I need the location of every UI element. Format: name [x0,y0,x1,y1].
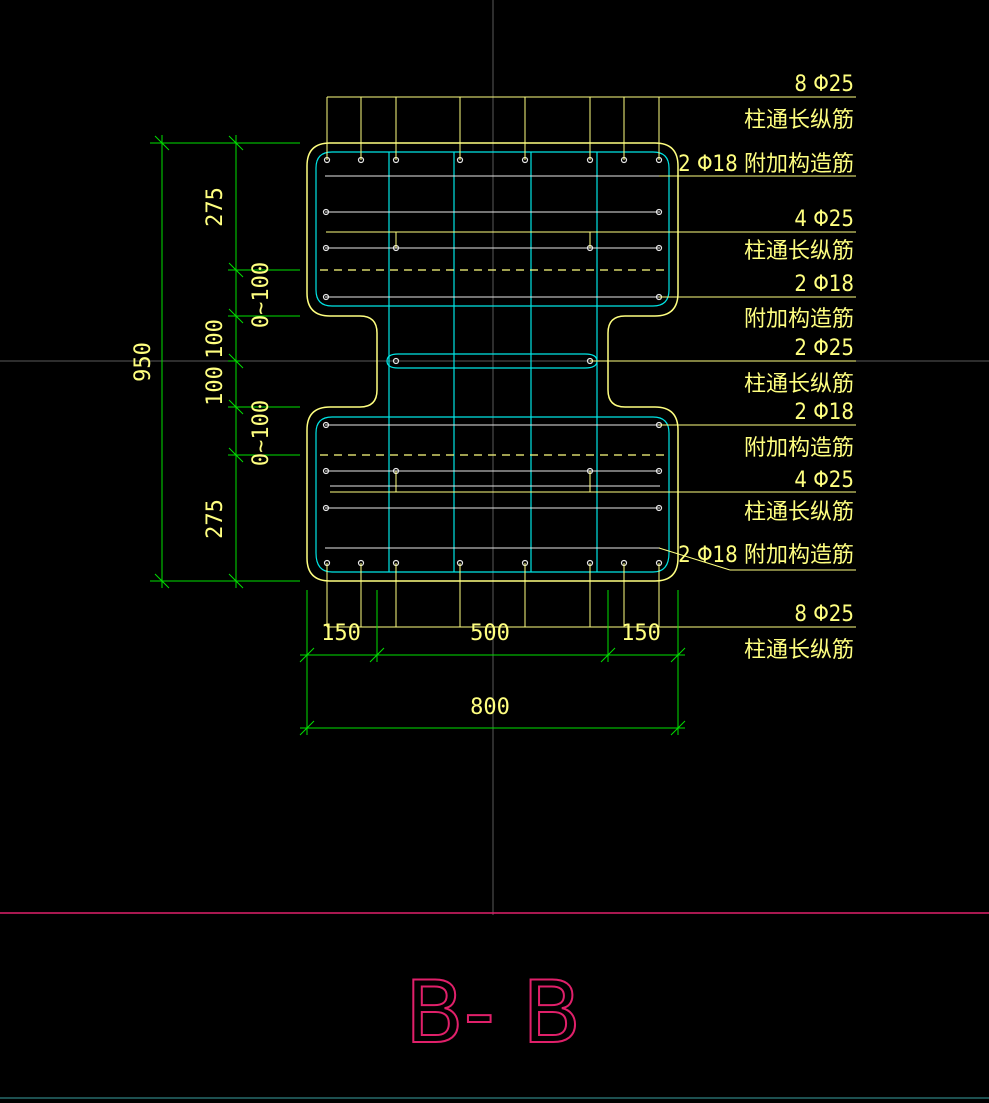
stirrups [315,151,670,573]
dim-top-part: 275 [203,187,228,227]
dim-total-width: 800 [470,695,510,720]
dim-right-width: 150 [621,621,661,646]
dim-mid-width: 500 [470,621,510,646]
section-title: B- B [405,963,581,1063]
label-lower-4-desc: 柱通长纵筋 [744,500,854,525]
label-bottom-long-bars: 8 Φ25 [794,602,854,627]
dim-upper-range: 0~100 [249,262,274,328]
dim-left-width: 150 [321,621,361,646]
dim-bottom-part: 275 [203,499,228,539]
dim-mid-upper: 100 [203,319,228,359]
label-upper-2-18: 2 Φ18 [794,272,854,297]
section-outline [306,142,679,582]
label-top-long-desc: 柱通长纵筋 [744,108,854,133]
dashed-lines [320,269,670,456]
label-bottom-extra: 2 Φ18 附加构造筋 [678,543,854,568]
callout-labels: 8 Φ25 柱通长纵筋 2 Φ18 附加构造筋 4 Φ25 柱通长纵筋 2 Φ1… [678,72,854,663]
label-top-extra: 2 Φ18 附加构造筋 [678,152,854,177]
dim-mid-lower: 100 [203,366,228,406]
dimension-labels: 950 275 0~100 100 100 0~100 275 150 500 … [131,187,661,720]
label-upper-2-18-desc: 附加构造筋 [744,307,854,332]
label-bottom-long-desc: 柱通长纵筋 [744,638,854,663]
label-mid-2-25: 2 Φ25 [794,336,854,361]
label-upper-4: 4 Φ25 [794,207,854,232]
label-lower-2-18: 2 Φ18 [794,400,854,425]
dim-total-height: 950 [131,342,156,382]
label-mid-2-25-desc: 柱通长纵筋 [744,372,854,397]
dimension-lines [150,135,686,736]
label-top-long-bars: 8 Φ25 [794,72,854,97]
leader-lines [326,96,856,628]
dim-lower-range: 0~100 [249,400,274,466]
label-lower-4: 4 Φ25 [794,468,854,493]
label-lower-2-18-desc: 附加构造筋 [744,436,854,461]
label-upper-4-desc: 柱通长纵筋 [744,239,854,264]
